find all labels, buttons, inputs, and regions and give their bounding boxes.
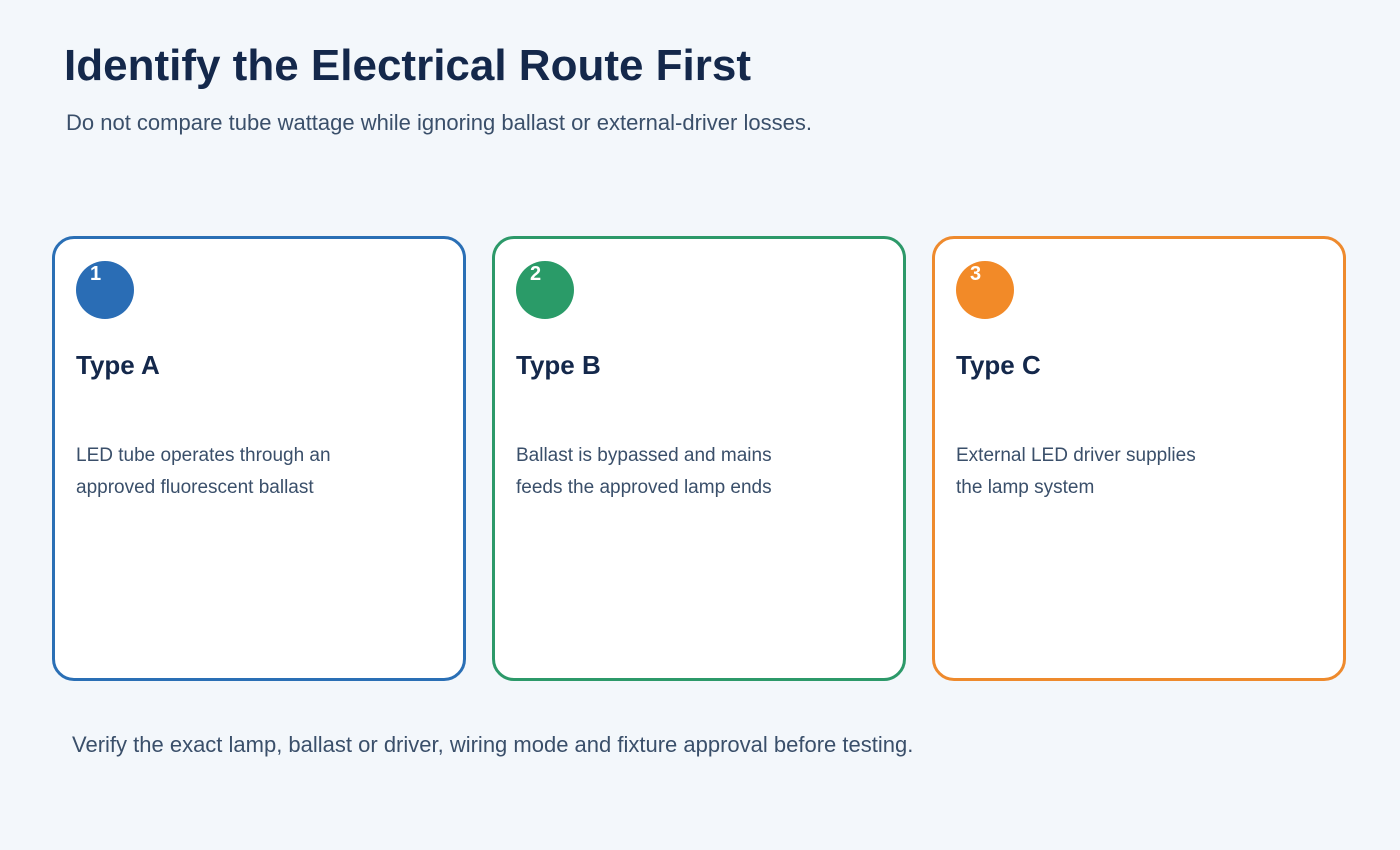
step-badge: 2 xyxy=(516,261,574,319)
card-description: Ballast is bypassed and mains feeds the … xyxy=(516,445,772,498)
page-subtitle: Do not compare tube wattage while ignori… xyxy=(66,110,812,135)
card-type-a: 1 Type A LED tube operates through an ap… xyxy=(52,236,466,681)
footer-note: Verify the exact lamp, ballast or driver… xyxy=(72,732,914,757)
page-title: Identify the Electrical Route First xyxy=(64,41,752,90)
card-title: Type A xyxy=(76,350,160,380)
card-type-b: 2 Type B Ballast is bypassed and mains f… xyxy=(492,236,906,681)
card-title: Type C xyxy=(956,350,1041,380)
step-badge: 3 xyxy=(956,261,1014,319)
card-description: External LED driver supplies the lamp sy… xyxy=(956,445,1196,498)
step-number: 2 xyxy=(530,263,542,285)
step-badge: 1 xyxy=(76,261,134,319)
step-number: 3 xyxy=(970,263,982,285)
step-number: 1 xyxy=(90,263,102,285)
card-type-c: 3 Type C External LED driver supplies th… xyxy=(932,236,1346,681)
card-description: LED tube operates through an approved fl… xyxy=(76,445,331,498)
card-title: Type B xyxy=(516,350,601,380)
